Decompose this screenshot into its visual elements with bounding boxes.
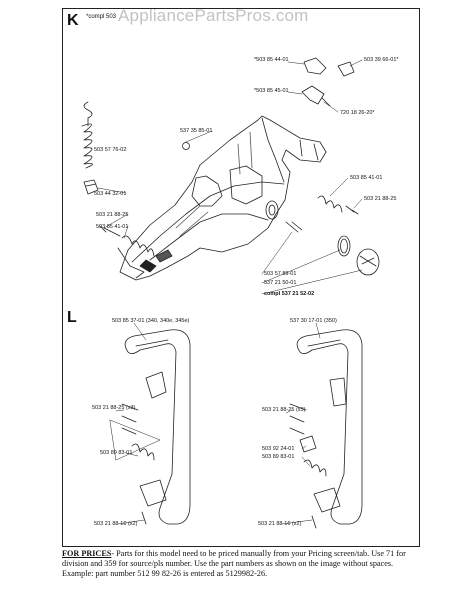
part-label: *503 85 44-01 <box>254 57 289 63</box>
leader-lines-k <box>97 59 363 295</box>
pricing-note-text: - Parts for this model need to be priced… <box>62 549 406 578</box>
part-label: 503 85 41-01 <box>96 224 129 230</box>
part-label: 503 21 88-25 (x3) <box>262 407 306 413</box>
part-label: 503 57 76-02 <box>94 147 127 153</box>
part-label: 503 39 66-01* <box>364 57 399 63</box>
part-label: 503 21 88-16 (x2) <box>258 521 302 527</box>
part-label: 537 30 17-01 (350) <box>290 318 337 324</box>
av-spring-left <box>99 225 155 279</box>
front-handle-left <box>109 329 191 525</box>
part-label: 503 92 24-01 <box>262 446 295 452</box>
leader-lines-l <box>115 322 321 525</box>
part-label: *503 85 45-01 <box>254 88 289 94</box>
section-l-letter: L <box>67 309 77 326</box>
part-label: 503 57 89-01 <box>264 271 297 277</box>
pricing-note-heading: FOR PRICES <box>62 549 112 558</box>
pricing-note: FOR PRICES- Parts for this model need to… <box>62 549 418 579</box>
part-label: 503 21 88-25 <box>96 212 129 218</box>
trigger-parts <box>182 57 355 150</box>
front-handle-right <box>289 329 363 529</box>
part-label: 503 21 88-25 (x3) <box>92 405 136 411</box>
buffer-illustration <box>83 179 99 195</box>
part-label: 503 85 37-01 (340, 340e, 345e) <box>112 318 190 324</box>
part-label: 503 89 83-01 <box>100 450 133 456</box>
saw-body-illustration <box>119 115 327 281</box>
section-k-letter: K <box>67 12 79 29</box>
watermark: AppliancePartsPros.com <box>118 6 309 25</box>
tank-cap-illustration <box>285 221 380 276</box>
av-spring-right <box>317 195 359 215</box>
part-label: 503 85 41-01 <box>350 175 383 181</box>
part-label: 537 21 50-01 <box>264 280 297 286</box>
section-l-panel <box>62 301 420 547</box>
section-k-compl-label: *compl 503 <box>86 14 117 20</box>
part-label: 537 35 85-01 <box>180 128 213 134</box>
part-label: 503 44 32-01 <box>94 191 127 197</box>
spring-illustration <box>81 101 93 169</box>
part-label: compl 537 21 52-02 <box>264 291 315 297</box>
part-label: 503 89 83-01 <box>262 454 295 460</box>
part-label: 503 21 88-16 (x2) <box>94 521 138 527</box>
part-label: 503 21 88-25 <box>364 196 397 202</box>
part-label: 720 18 26-20* <box>340 110 375 116</box>
